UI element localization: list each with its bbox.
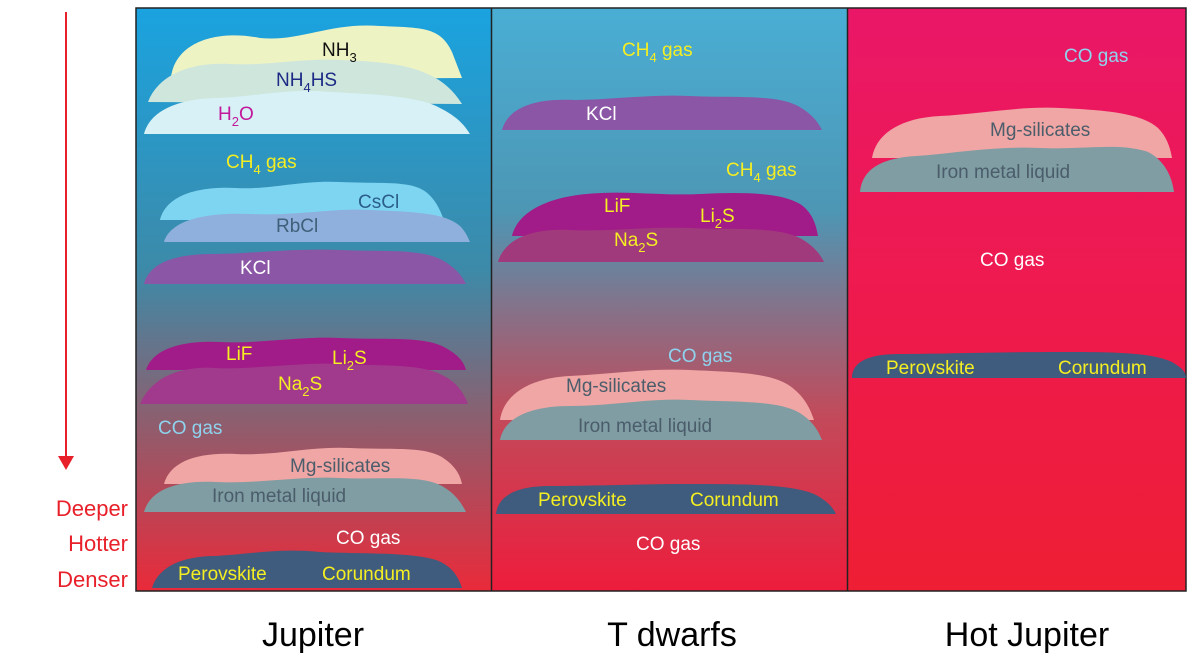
li2s-label: Li2S — [332, 348, 367, 373]
svg-text:Corundum: Corundum — [690, 490, 779, 511]
rbcl-cloud — [164, 209, 470, 242]
svg-text:Na2S: Na2S — [614, 230, 658, 255]
svg-text:Corundum: Corundum — [322, 564, 411, 585]
svg-text:CO gas: CO gas — [636, 534, 700, 555]
co-gas-label: CO gas — [336, 528, 400, 549]
svg-text:NH3: NH3 — [322, 40, 357, 65]
panel-frame — [135, 7, 1187, 592]
column-title-t-dwarfs: T dwarfs — [607, 616, 737, 654]
svg-text:Na2S: Na2S — [278, 374, 322, 399]
ch4-gas-label: CH4 gas — [226, 152, 297, 177]
perovskite-corundum-layer — [496, 484, 836, 514]
iron-metal-liquid-cloud — [144, 477, 466, 512]
svg-text:Mg-silicates: Mg-silicates — [990, 120, 1090, 141]
co-gas-label: CO gas — [668, 346, 732, 367]
lif-cloud — [512, 192, 818, 236]
svg-text:CO gas: CO gas — [1064, 46, 1128, 67]
svg-text:Perovskite: Perovskite — [178, 564, 267, 585]
svg-text:KCl: KCl — [586, 104, 617, 125]
svg-text:CH4 gas: CH4 gas — [622, 40, 693, 65]
svg-text:LiF: LiF — [226, 344, 252, 365]
svg-text:CO gas: CO gas — [980, 250, 1044, 271]
svg-text:H2O: H2O — [218, 104, 254, 129]
svg-text:CH4 gas: CH4 gas — [726, 160, 797, 185]
svg-text:CO gas: CO gas — [336, 528, 400, 549]
corundum-label: Corundum — [322, 564, 411, 585]
na2s-label: Na2S — [614, 230, 658, 255]
svg-text:RbCl: RbCl — [276, 216, 318, 237]
svg-text:Perovskite: Perovskite — [886, 358, 975, 379]
perovskite-corundum-layer — [152, 550, 462, 588]
svg-text:Li2S: Li2S — [332, 348, 367, 373]
lif-label: LiF — [226, 344, 252, 365]
svg-text:Corundum: Corundum — [1058, 358, 1147, 379]
hot-jupiter-panel — [848, 8, 1186, 591]
h2o-cloud — [144, 90, 470, 134]
svg-text:NH4HS: NH4HS — [276, 70, 337, 95]
side-label-denser: Denser — [57, 567, 128, 592]
nh3-label: NH3 — [322, 40, 357, 65]
na2s-label: Na2S — [278, 374, 322, 399]
svg-text:KCl: KCl — [240, 258, 271, 279]
svg-text:Iron metal liquid: Iron metal liquid — [936, 162, 1070, 183]
svg-text:Iron metal liquid: Iron metal liquid — [212, 486, 346, 507]
svg-text:CO gas: CO gas — [158, 418, 222, 439]
column-title-hot-jupiter: Hot Jupiter — [945, 616, 1109, 654]
svg-text:Mg-silicates: Mg-silicates — [566, 376, 666, 397]
svg-text:Iron metal liquid: Iron metal liquid — [578, 416, 712, 437]
rbcl-label: RbCl — [276, 216, 318, 237]
svg-text:LiF: LiF — [604, 196, 630, 217]
lif-label: LiF — [604, 196, 630, 217]
side-label-hotter: Hotter — [68, 531, 128, 556]
perovskite-label: Perovskite — [178, 564, 267, 585]
svg-text:Perovskite: Perovskite — [538, 490, 627, 511]
iron-metal-liquid-label: Iron metal liquid — [578, 416, 712, 437]
svg-text:CH4 gas: CH4 gas — [226, 152, 297, 177]
svg-text:Mg-silicates: Mg-silicates — [290, 456, 390, 477]
iron-metal-liquid-label: Iron metal liquid — [212, 486, 346, 507]
svg-text:CsCl: CsCl — [358, 192, 399, 213]
li2s-label: Li2S — [700, 206, 735, 231]
na2s-cloud — [498, 227, 824, 262]
perovskite-corundum-layer — [852, 352, 1186, 378]
co-gas-label: CO gas — [636, 534, 700, 555]
kcl-cloud — [144, 249, 466, 284]
na2s-cloud — [140, 363, 468, 404]
svg-text:Li2S: Li2S — [700, 206, 735, 231]
mg-silicates-cloud — [872, 107, 1172, 158]
kcl-cloud — [502, 95, 822, 130]
iron-metal-liquid-cloud — [860, 146, 1174, 192]
column-title-jupiter: Jupiter — [262, 616, 364, 654]
co-gas-label: CO gas — [980, 250, 1044, 271]
mg-silicates-label: Mg-silicates — [566, 376, 666, 397]
ch4-gas-label: CH4 gas — [622, 40, 693, 65]
corundum-label: Corundum — [690, 490, 779, 511]
ch4-gas-label: CH4 gas — [726, 160, 797, 185]
svg-text:CO gas: CO gas — [668, 346, 732, 367]
lif-cloud — [146, 337, 466, 370]
iron-metal-liquid-cloud — [500, 399, 822, 440]
mg-silicates-cloud — [164, 447, 462, 484]
side-label-deeper: Deeper — [56, 496, 128, 521]
nh4hs-cloud — [148, 59, 462, 104]
co-gas-label: CO gas — [1064, 46, 1128, 67]
kcl-label: KCl — [240, 258, 271, 279]
mg-silicates-label: Mg-silicates — [290, 456, 390, 477]
corundum-label: Corundum — [1058, 358, 1147, 379]
cscl-label: CsCl — [358, 192, 399, 213]
perovskite-label: Perovskite — [538, 490, 627, 511]
mg-silicates-label: Mg-silicates — [990, 120, 1090, 141]
perovskite-label: Perovskite — [886, 358, 975, 379]
nh4hs-label: NH4HS — [276, 70, 337, 95]
depth-arrow — [58, 12, 74, 470]
kcl-label: KCl — [586, 104, 617, 125]
co-gas-label: CO gas — [158, 418, 222, 439]
h2o-label: H2O — [218, 104, 254, 129]
iron-metal-liquid-label: Iron metal liquid — [936, 162, 1070, 183]
